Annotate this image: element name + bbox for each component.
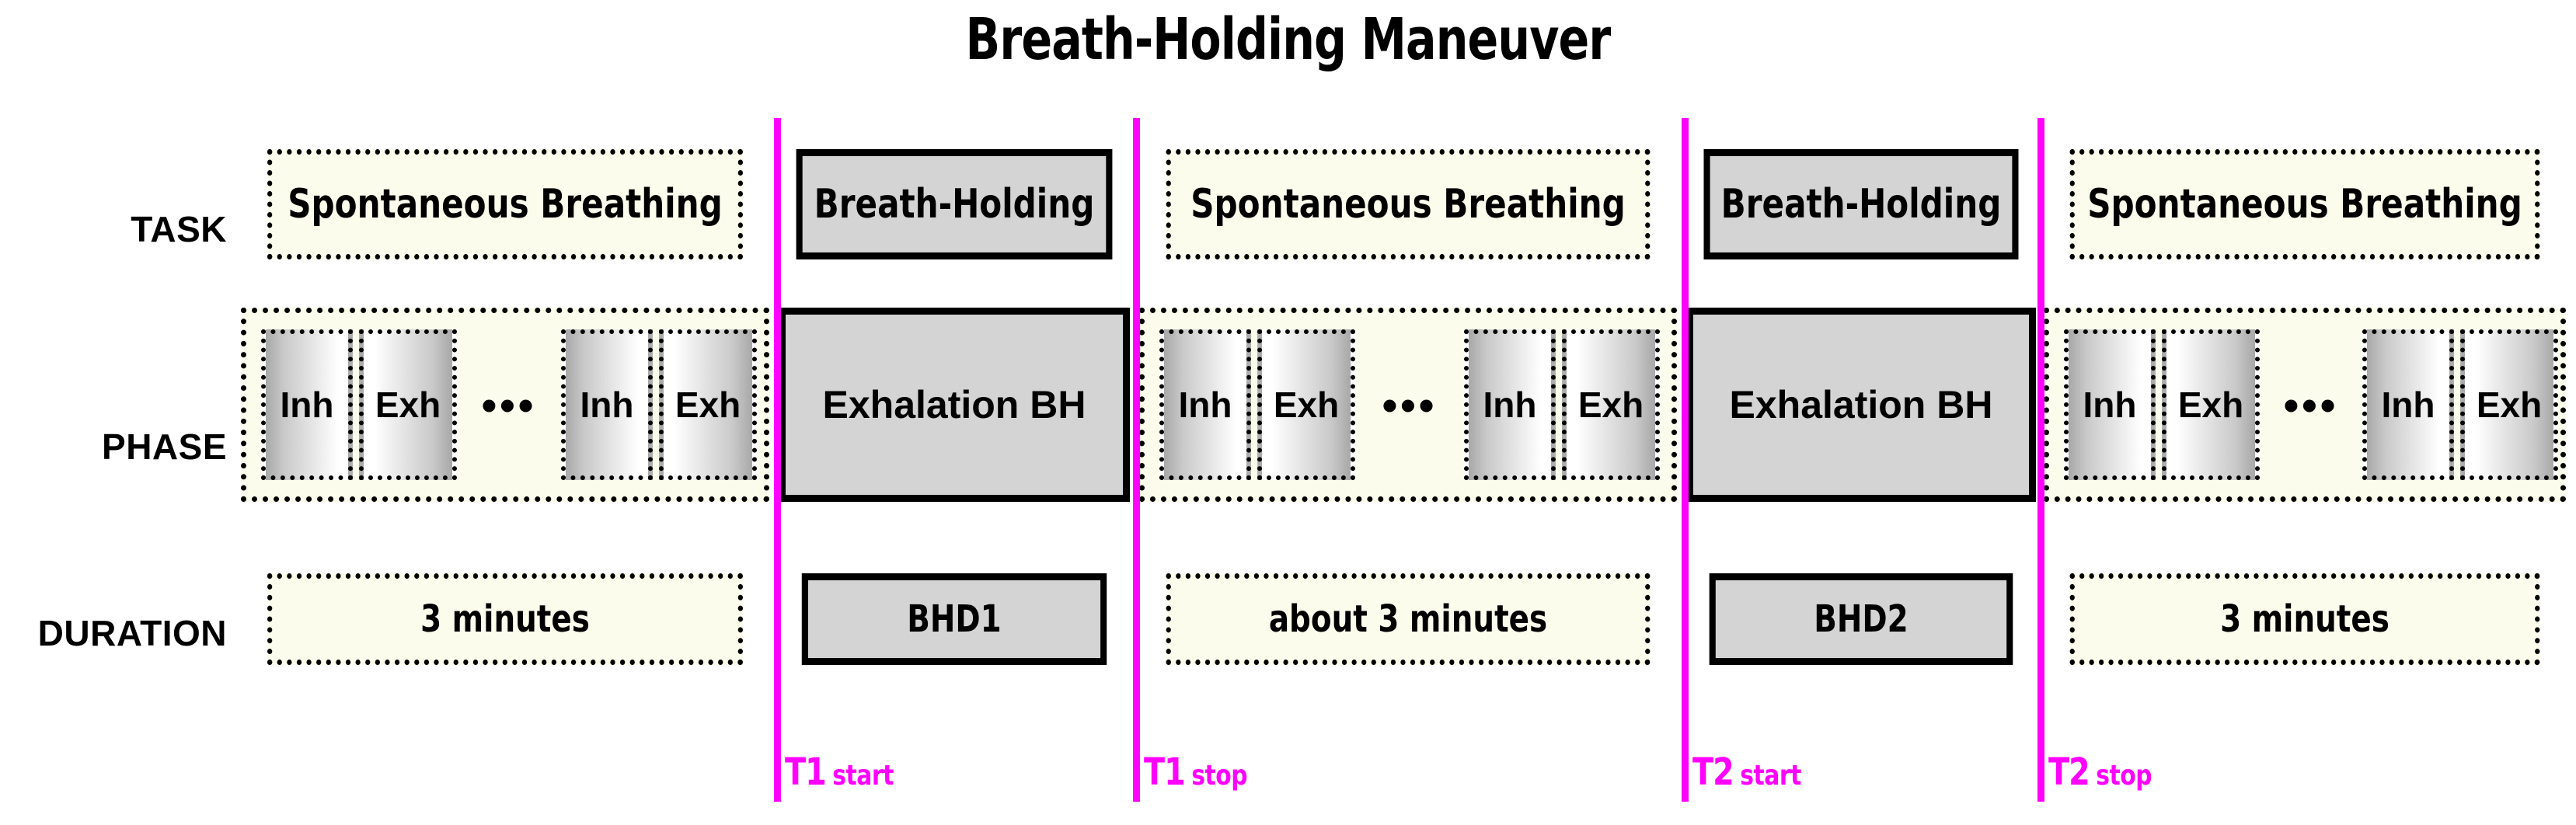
row-label-task: TASK: [131, 209, 227, 249]
marker-name-t1-stop: T1: [1144, 750, 1186, 794]
phase-cell-inhale-2b: Inh: [1464, 329, 1556, 480]
marker-label-t1-stop: T1 stop: [1144, 750, 1248, 794]
task-spontaneous-breathing-1: Spontaneous Breathing: [267, 149, 743, 259]
phase-cell-exhale-2b: Exh: [1562, 329, 1660, 480]
task-breath-holding-2: Breath-Holding: [1703, 149, 2019, 259]
task-spontaneous-breathing-2: Spontaneous Breathing: [1166, 149, 1651, 259]
task-breath-holding-1: Breath-Holding: [796, 149, 1113, 259]
phase-ellipsis-1: •••: [481, 380, 537, 430]
phase-cell-exhale-3a: Exh: [2162, 329, 2260, 480]
phase-cell-exhale-3b: Exh: [2460, 329, 2558, 480]
task-spontaneous-breathing-3: Spontaneous Breathing: [2069, 149, 2540, 259]
duration-spontaneous-3: 3 minutes: [2069, 573, 2540, 665]
marker-event-t2-stop: stop: [2096, 760, 2152, 792]
phase-cell-inhale-3a: Inh: [2064, 329, 2156, 480]
phase-cell-inhale-1b: Inh: [561, 329, 653, 480]
duration-spontaneous-2: about 3 minutes: [1166, 573, 1651, 665]
phase-exhalation-bh-2: Exhalation BH: [1686, 308, 2036, 502]
phase-cell-inhale-1a: Inh: [261, 329, 353, 480]
phase-cell-exhale-2a: Exh: [1257, 329, 1355, 480]
phase-cell-inhale-2a: Inh: [1159, 329, 1251, 480]
page-title: Breath-Holding Maneuver: [965, 6, 1612, 73]
marker-name-t2-stop: T2: [2048, 750, 2090, 794]
marker-event-t1-start: start: [832, 760, 894, 792]
phase-cell-exhale-1b: Exh: [659, 329, 757, 480]
phase-exhalation-bh-1: Exhalation BH: [779, 308, 1130, 502]
row-label-phase: PHASE: [102, 426, 227, 467]
marker-name-t2-start: T2: [1692, 750, 1734, 794]
phase-ellipsis-3: •••: [2283, 380, 2339, 430]
phase-cell-exhale-1a: Exh: [359, 329, 457, 480]
duration-bhd1: BHD1: [801, 573, 1107, 665]
marker-label-t2-stop: T2 stop: [2048, 750, 2152, 794]
duration-spontaneous-1: 3 minutes: [267, 573, 743, 665]
marker-line-t2-stop: [2037, 118, 2044, 802]
marker-event-t1-stop: stop: [1191, 760, 1248, 792]
marker-line-t1-stop: [1133, 118, 1140, 802]
marker-line-t2-start: [1682, 118, 1689, 802]
phase-ellipsis-2: •••: [1382, 380, 1438, 430]
marker-label-t1-start: T1 start: [785, 750, 894, 794]
duration-bhd2: BHD2: [1709, 573, 2013, 665]
marker-event-t2-start: start: [1740, 760, 1801, 792]
marker-name-t1-start: T1: [785, 750, 827, 794]
marker-line-t1-start: [774, 118, 781, 802]
marker-label-t2-start: T2 start: [1692, 750, 1801, 794]
row-label-duration: DURATION: [37, 613, 227, 653]
phase-cell-inhale-3b: Inh: [2362, 329, 2454, 480]
